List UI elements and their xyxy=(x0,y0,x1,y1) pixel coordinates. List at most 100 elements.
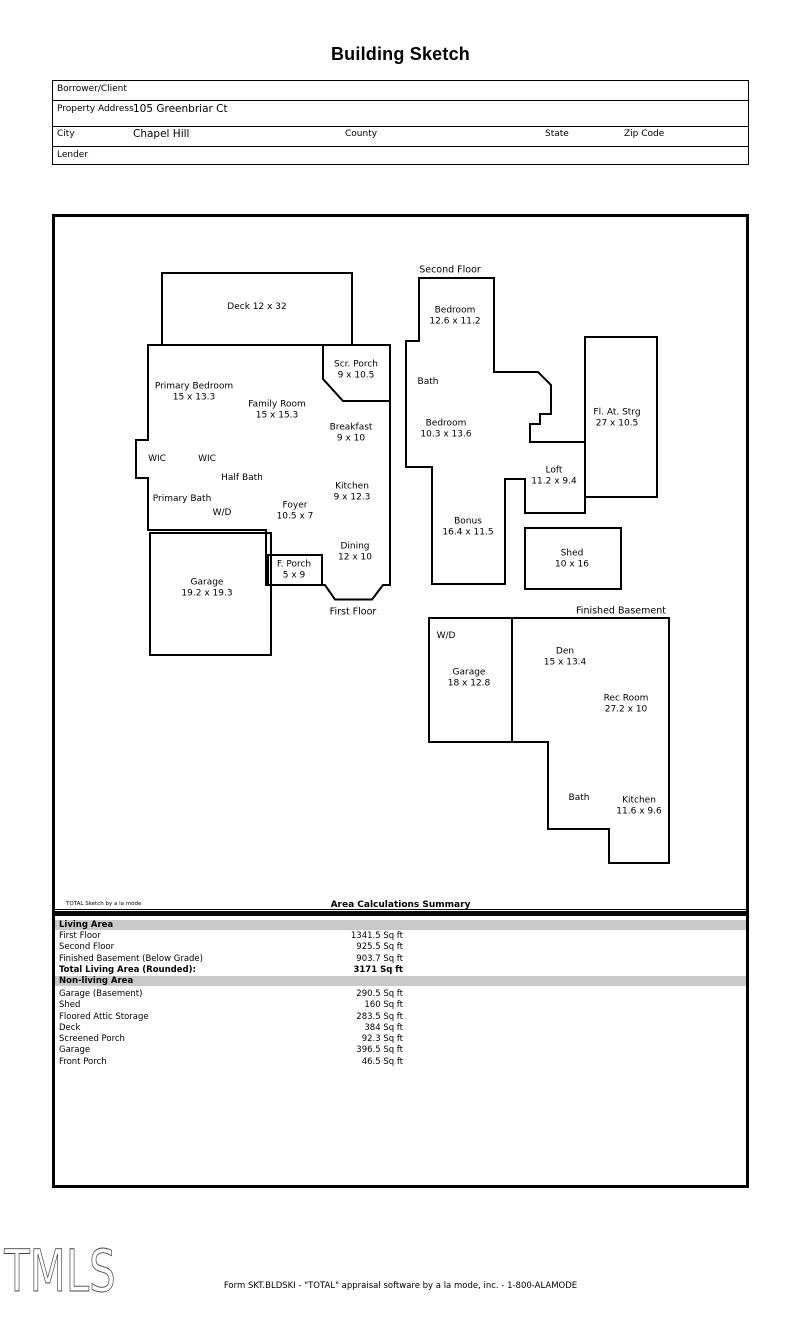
room-dims: 5 x 9 xyxy=(282,570,306,580)
property-address-value: 105 Greenbriar Ct xyxy=(133,103,228,115)
caption-finished-basement: Finished Basement xyxy=(576,605,666,617)
room-label-dining: Dining 12 x 10 xyxy=(338,542,372,563)
row-value: 92.3 Sq ft xyxy=(361,1034,403,1044)
living-area-band: Living Area xyxy=(55,920,746,930)
row-label: Second Floor xyxy=(59,942,115,952)
room-name: Kitchen xyxy=(335,481,369,492)
room-label-bath-second: Bath xyxy=(417,376,439,387)
row-value: 3171 Sq ft xyxy=(353,965,403,975)
row-label: Front Porch xyxy=(59,1057,107,1067)
room-label-attic-storage: Fl. At. Strg 27 x 10.5 xyxy=(593,408,640,429)
summary-header: Area Calculations Summary xyxy=(330,900,471,910)
tmls-logo: TMLS xyxy=(3,1237,115,1305)
form-row-divider xyxy=(52,146,749,147)
row-label: Garage xyxy=(59,1045,91,1055)
summary-row-deck: Deck 384 Sq ft xyxy=(59,1023,403,1033)
property-form xyxy=(52,80,749,165)
row-label: Shed xyxy=(59,1000,81,1010)
room-name: Family Room xyxy=(248,399,306,410)
room-label-rec-room: Rec Room 27.2 x 10 xyxy=(604,694,649,715)
form-row-divider xyxy=(52,126,749,127)
room-name: Shed xyxy=(560,548,584,559)
room-label-den: Den 15 x 13.4 xyxy=(544,647,587,668)
row-label: First Floor xyxy=(59,931,101,941)
row-value: 925.5 Sq ft xyxy=(356,942,403,952)
room-dims: 18 x 12.8 xyxy=(447,678,491,688)
room-name: Primary Bedroom xyxy=(154,381,234,392)
room-name: F. Porch xyxy=(276,559,312,570)
room-dims: 19.2 x 19.3 xyxy=(181,588,233,598)
room-dims: 9 x 12.3 xyxy=(333,492,371,502)
room-label-shed: Shed 10 x 16 xyxy=(555,549,589,570)
room-name: Kitchen xyxy=(622,795,656,806)
room-dims: 11.6 x 9.6 xyxy=(616,806,662,816)
room-dims: 10.5 x 7 xyxy=(276,511,314,521)
room-name: Garage xyxy=(452,667,486,678)
caption-second-floor: Second Floor xyxy=(419,264,481,276)
summary-divider-thin xyxy=(55,909,746,910)
room-dims: 16.4 x 11.5 xyxy=(442,527,494,537)
room-dims: 11.2 x 9.4 xyxy=(531,476,577,486)
property-address-label: Property Address xyxy=(57,104,134,114)
page-title: Building Sketch xyxy=(330,44,470,64)
room-dims: 9 x 10 xyxy=(336,433,366,443)
room-dims: 9 x 10.5 xyxy=(337,370,375,380)
room-dims: 10 x 16 xyxy=(555,559,589,569)
room-dims: 27.2 x 10 xyxy=(604,704,648,714)
borrower-label: Borrower/Client xyxy=(57,84,127,94)
summary-row-second-floor: Second Floor 925.5 Sq ft xyxy=(59,942,403,952)
form-id-line: Form SKT.BLDSKI - "TOTAL" appraisal soft… xyxy=(223,1281,578,1291)
row-value: 290.5 Sq ft xyxy=(356,989,403,999)
row-value: 46.5 Sq ft xyxy=(361,1057,403,1067)
room-label-breakfast: Breakfast 9 x 10 xyxy=(330,423,373,444)
room-label-bath-basement: Bath xyxy=(568,792,590,803)
row-label: Floored Attic Storage xyxy=(59,1012,149,1022)
room-name: Bonus xyxy=(454,516,482,527)
state-label: State xyxy=(545,129,569,139)
row-label: Screened Porch xyxy=(59,1034,125,1044)
room-label-bedroom-1: Bedroom 12.6 x 11.2 xyxy=(429,306,480,327)
row-value: 384 Sq ft xyxy=(364,1023,403,1033)
sketch-attribution: TOTAL Sketch by a la mode xyxy=(66,901,142,907)
row-value: 283.5 Sq ft xyxy=(356,1012,403,1022)
room-label-wd-basement: W/D xyxy=(436,630,456,641)
room-name: Bedroom xyxy=(425,418,467,429)
room-name: Bedroom xyxy=(434,305,476,316)
room-label-wic-1: WIC xyxy=(148,453,166,464)
room-label-kitchen-basement: Kitchen 11.6 x 9.6 xyxy=(616,796,661,817)
summary-row-garage-basement: Garage (Basement) 290.5 Sq ft xyxy=(59,989,403,999)
room-label-half-bath: Half Bath xyxy=(221,472,263,483)
summary-row-finished-basement: Finished Basement (Below Grade) 903.7 Sq… xyxy=(59,954,403,964)
row-value: 396.5 Sq ft xyxy=(356,1045,403,1055)
room-label-kitchen-first: Kitchen 9 x 12.3 xyxy=(334,482,371,503)
room-label-garage-first: Garage 19.2 x 19.3 xyxy=(181,578,232,599)
summary-row-front-porch: Front Porch 46.5 Sq ft xyxy=(59,1057,403,1067)
city-label: City xyxy=(57,129,75,139)
room-label-scr-porch: Scr. Porch 9 x 10.5 xyxy=(334,360,378,381)
room-dims: 15 x 13.4 xyxy=(543,657,587,667)
room-label-primary-bedroom: Primary Bedroom 15 x 13.3 xyxy=(155,382,233,403)
row-label: Total Living Area (Rounded): xyxy=(59,965,196,975)
room-label-family-room: Family Room 15 x 15.3 xyxy=(248,400,305,421)
room-name: Loft xyxy=(545,465,563,476)
lender-label: Lender xyxy=(57,150,89,160)
row-value: 903.7 Sq ft xyxy=(356,954,403,964)
summary-row-total-living: Total Living Area (Rounded): 3171 Sq ft xyxy=(59,965,403,975)
form-row-divider xyxy=(52,100,749,101)
summary-row-screened-porch: Screened Porch 92.3 Sq ft xyxy=(59,1034,403,1044)
caption-first-floor: First Floor xyxy=(329,606,377,618)
room-dims: 12 x 10 xyxy=(338,552,372,562)
room-name: Rec Room xyxy=(603,693,649,704)
room-label-front-porch: F. Porch 5 x 9 xyxy=(277,560,311,581)
room-name: Foyer xyxy=(282,500,308,511)
room-label-deck: Deck 12 x 32 xyxy=(227,301,287,312)
room-label-primary-bath: Primary Bath xyxy=(152,493,212,504)
room-label-bedroom-2: Bedroom 10.3 x 13.6 xyxy=(420,419,471,440)
room-label-wd-first: W/D xyxy=(212,507,232,518)
room-name: Garage xyxy=(190,577,224,588)
room-name: Den xyxy=(555,646,575,657)
nonliving-area-band: Non-living Area xyxy=(55,976,746,986)
summary-row-shed: Shed 160 Sq ft xyxy=(59,1000,403,1010)
room-dims: 27 x 10.5 xyxy=(595,418,639,428)
